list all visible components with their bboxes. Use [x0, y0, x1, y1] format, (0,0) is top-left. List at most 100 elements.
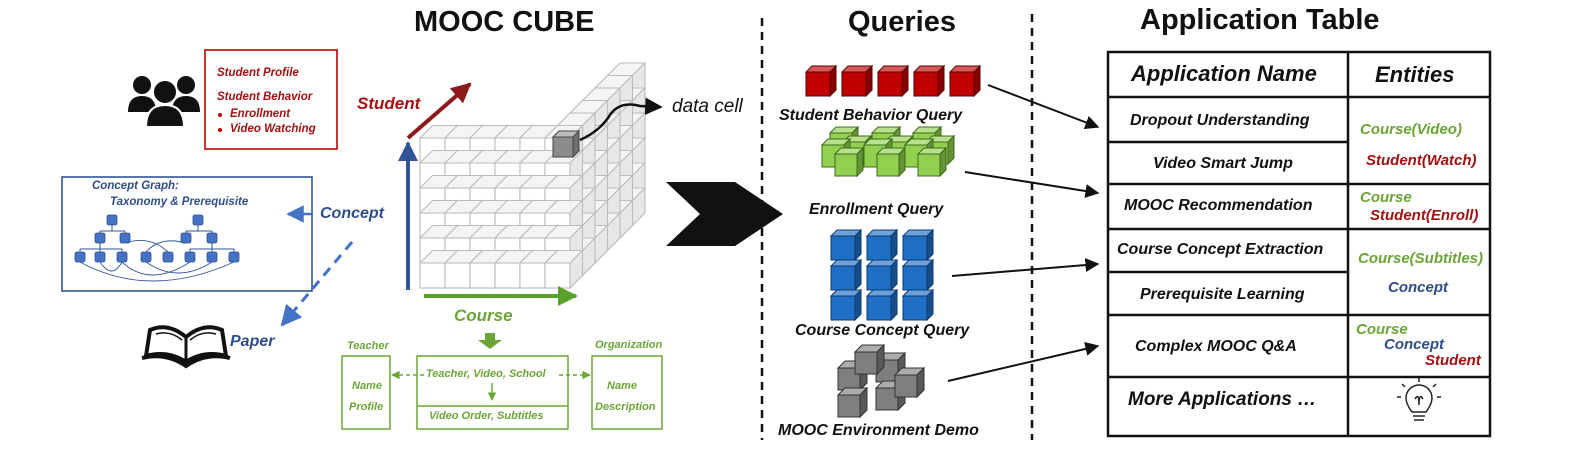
- concept-node: [74, 251, 86, 263]
- paper-label: Paper: [230, 333, 275, 350]
- enrollment-cube: [875, 146, 907, 178]
- student-behavior-cube: [912, 64, 946, 98]
- data-cell-arrow: [579, 97, 663, 142]
- application-table-title: Application Table: [1140, 4, 1380, 36]
- course-concept-cube: [865, 228, 899, 262]
- course-concept-cube: [829, 288, 863, 322]
- organization-description: Description: [595, 401, 656, 413]
- enrollment-cube: [916, 146, 948, 178]
- environment-cube: [836, 386, 869, 419]
- course-down-arrow: [478, 333, 502, 349]
- application-table: [1106, 50, 1492, 438]
- app-row-name: Video Smart Jump: [1153, 155, 1293, 172]
- enrollment-item: Enrollment: [230, 108, 291, 120]
- teacher-profile: Profile: [349, 401, 384, 413]
- concept-node: [180, 232, 192, 244]
- course-concept-cube: [829, 228, 863, 262]
- data-cell-label: data cell: [672, 96, 743, 117]
- course-concept-cube: [865, 258, 899, 292]
- course-concept-cube: [901, 258, 935, 292]
- student-axis-label: Student: [357, 94, 421, 113]
- course-center-box: [416, 355, 569, 430]
- query-arrow-4: [947, 342, 1100, 382]
- environment-cube: [853, 343, 886, 376]
- enrollment-cube: [833, 146, 865, 178]
- student-profile-text: Student Profile: [217, 67, 299, 79]
- organization-label: Organization: [595, 339, 663, 351]
- course-axis-label: Course: [454, 306, 513, 325]
- query-arrow-3: [951, 258, 1100, 277]
- concept-graph-title: Concept Graph:: [92, 180, 179, 192]
- query-arrow-2: [964, 171, 1100, 198]
- concept-node: [162, 251, 174, 263]
- student-behavior-text: Student Behavior: [217, 91, 313, 103]
- concept-graph-box: [61, 176, 313, 292]
- course-concept-cube: [901, 288, 935, 322]
- query-label-course-concept: Course Concept Query: [795, 322, 970, 339]
- students-icon: [128, 76, 200, 128]
- teacher-box: [341, 355, 391, 430]
- concept-node: [106, 214, 118, 226]
- table-header-name: Application Name: [1131, 61, 1317, 86]
- course-concept-cube: [829, 258, 863, 292]
- environment-cube: [893, 366, 926, 399]
- book-icon: [141, 325, 231, 369]
- concept-node: [192, 214, 204, 226]
- entity-course-video: Course(Video): [1360, 121, 1462, 138]
- app-row-name: MOOC Recommendation: [1124, 197, 1313, 214]
- student-behavior-cube: [876, 64, 910, 98]
- concept-graph-subtitle: Taxonomy & Prerequisite: [110, 196, 249, 208]
- entity-course-subtitles: Course(Subtitles): [1358, 250, 1484, 267]
- app-row-name: Dropout Understanding: [1130, 112, 1310, 129]
- concept-node: [206, 251, 218, 263]
- entity-concept: Concept: [1384, 336, 1444, 353]
- teacher-name: Name: [352, 380, 382, 392]
- table-header-entities: Entities: [1375, 62, 1455, 87]
- app-row-name: Prerequisite Learning: [1140, 286, 1305, 303]
- app-row-name: Course Concept Extraction: [1117, 241, 1324, 258]
- organization-name: Name: [607, 380, 637, 392]
- course-concept-cube: [865, 288, 899, 322]
- entity-student: Student: [1425, 352, 1481, 369]
- entity-course: Course: [1360, 189, 1412, 206]
- student-behavior-cube: [804, 64, 838, 98]
- concept-node: [116, 251, 128, 263]
- query-cubes: [804, 64, 982, 419]
- student-behavior-cube: [840, 64, 874, 98]
- concept-node: [94, 232, 106, 244]
- course-center-top: Teacher, Video, School: [426, 368, 546, 380]
- concept-node: [228, 251, 240, 263]
- entity-course: Course: [1356, 321, 1408, 338]
- video-watching-item: Video Watching: [230, 123, 316, 135]
- teacher-label: Teacher: [347, 340, 389, 352]
- concept-node: [184, 251, 196, 263]
- concept-graph-tree: [74, 214, 240, 282]
- concept-node: [206, 232, 218, 244]
- entity-student-enroll: Student(Enroll): [1370, 207, 1479, 224]
- data-cell-cube: [552, 136, 574, 158]
- paper-arrow: [280, 241, 354, 327]
- course-concept-cube: [901, 228, 935, 262]
- student-behavior-cube: [948, 64, 982, 98]
- concept-label: Concept: [320, 205, 384, 222]
- queries-title: Queries: [848, 6, 956, 38]
- student-axis: [406, 82, 472, 140]
- query-arrow-1: [987, 84, 1100, 130]
- concept-node: [94, 251, 106, 263]
- concept-node: [140, 251, 152, 263]
- grid-cell: [543, 249, 584, 290]
- query-label-mooc-environment: MOOC Environment Demo: [778, 422, 979, 439]
- query-label-student-behavior: Student Behavior Query: [779, 107, 963, 124]
- cube-title: MOOC CUBE: [414, 6, 595, 38]
- entity-concept: Concept: [1388, 279, 1448, 296]
- entity-student-watch: Student(Watch): [1366, 152, 1477, 169]
- student-info-box: [204, 49, 338, 150]
- course-center-bottom: Video Order, Subtitles: [429, 410, 544, 422]
- lightbulb-icon: [1397, 378, 1441, 421]
- organization-box: [591, 355, 663, 430]
- big-arrow: [666, 182, 783, 246]
- app-row-name: More Applications …: [1128, 389, 1317, 410]
- query-label-enrollment: Enrollment Query: [809, 201, 944, 218]
